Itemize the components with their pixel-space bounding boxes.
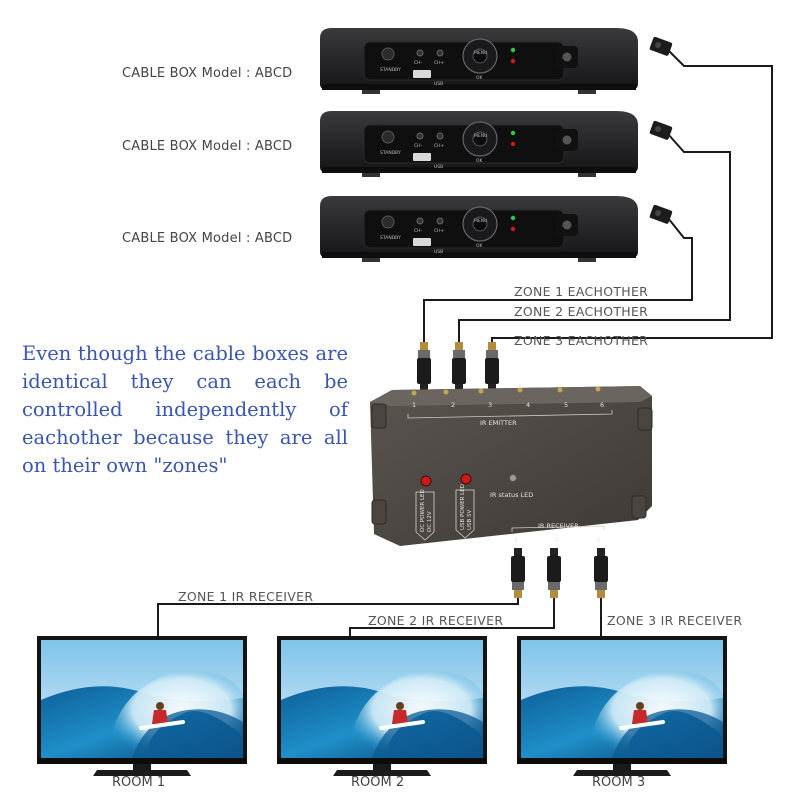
dc-voltage-label: DC 12V bbox=[427, 511, 433, 532]
cable-box-1 bbox=[319, 27, 639, 95]
tv-room-2 bbox=[275, 634, 489, 778]
ir-hub bbox=[370, 386, 653, 546]
dc-power-led-label: DC POWER LED bbox=[420, 489, 426, 532]
standby-label: STANDBY bbox=[380, 235, 401, 241]
receiver-port-3-number: 3 bbox=[596, 536, 600, 544]
zone-3-ir-receiver-label: ZONE 3 IR RECEIVER bbox=[607, 613, 743, 628]
explanation-note: Even though the cable boxes are identica… bbox=[22, 342, 348, 477]
ir-emitter-head-1 bbox=[649, 36, 673, 57]
cable-box-1-label: CABLE BOX Model : ABCD bbox=[122, 66, 293, 81]
ir-emitter-head-2 bbox=[649, 120, 673, 141]
room-1-label: ROOM 1 bbox=[112, 775, 166, 790]
zone-3-eachother-label: ZONE 3 EACHOTHER bbox=[514, 333, 649, 348]
tv-room-3 bbox=[515, 634, 729, 778]
menu-label: MENU bbox=[474, 218, 487, 224]
emitter-port-2-number: 2 bbox=[451, 401, 455, 409]
receiver-cables bbox=[157, 598, 602, 636]
zone-2-eachother-label: ZONE 2 EACHOTHER bbox=[514, 304, 649, 319]
receiver-plug-1 bbox=[511, 548, 525, 598]
cable-box-3-label: CABLE BOX Model : ABCD bbox=[122, 231, 293, 246]
receiver-port-1-number: 1 bbox=[514, 536, 518, 544]
ok-label: OK bbox=[476, 243, 484, 249]
cable-box-2-label: CABLE BOX Model : ABCD bbox=[122, 139, 293, 154]
emitter-plug-2 bbox=[452, 342, 466, 392]
ir-emitter-label: IR EMITTER bbox=[480, 419, 517, 427]
usb-voltage-label: USB 5V bbox=[467, 509, 473, 530]
zone-1-ir-receiver-label: ZONE 1 IR RECEIVER bbox=[178, 589, 314, 604]
tv-room-1 bbox=[35, 634, 249, 778]
emitter-port-1-number: 1 bbox=[412, 401, 416, 409]
menu-label: MENU bbox=[474, 50, 487, 56]
emitter-plug-1 bbox=[417, 342, 431, 392]
usb-label: USB bbox=[434, 81, 443, 87]
ch-plus-label: CH+ bbox=[434, 228, 445, 234]
room-3-label: ROOM 3 bbox=[592, 775, 646, 790]
ok-label: OK bbox=[476, 75, 484, 81]
cable-box-2 bbox=[319, 110, 639, 178]
emitter-cables bbox=[423, 49, 773, 345]
usb-label: USB bbox=[434, 164, 443, 170]
standby-label: STANDBY bbox=[380, 67, 401, 73]
emitter-port-5-number: 5 bbox=[564, 401, 568, 409]
ch-minus-label: CH- bbox=[414, 143, 423, 149]
ch-minus-label: CH- bbox=[414, 60, 423, 66]
ch-minus-label: CH- bbox=[414, 228, 423, 234]
emitter-plug-3 bbox=[485, 342, 499, 392]
emitter-port-6-number: 6 bbox=[600, 401, 604, 409]
standby-label: STANDBY bbox=[380, 150, 401, 156]
cable-box-3 bbox=[319, 195, 639, 263]
emitter-port-4-number: 4 bbox=[526, 401, 530, 409]
ch-plus-label: CH+ bbox=[434, 143, 445, 149]
ir-receiver-label: IR RECEIVER bbox=[538, 522, 579, 530]
room-2-label: ROOM 2 bbox=[351, 775, 405, 790]
usb-label: USB bbox=[434, 249, 443, 255]
ir-emitter-head-3 bbox=[649, 204, 673, 225]
ch-plus-label: CH+ bbox=[434, 60, 445, 66]
receiver-plug-2 bbox=[547, 548, 561, 598]
usb-power-led-label: USB POWER LED bbox=[460, 484, 466, 530]
zone-2-ir-receiver-label: ZONE 2 IR RECEIVER bbox=[368, 613, 504, 628]
ok-label: OK bbox=[476, 158, 484, 164]
zone-1-eachother-label: ZONE 1 EACHOTHER bbox=[514, 284, 649, 299]
menu-label: MENU bbox=[474, 133, 487, 139]
emitter-port-3-number: 3 bbox=[488, 401, 492, 409]
receiver-plug-3 bbox=[594, 548, 608, 598]
ir-status-led-label: IR status LED bbox=[490, 491, 533, 499]
receiver-port-2-number: 2 bbox=[555, 536, 559, 544]
